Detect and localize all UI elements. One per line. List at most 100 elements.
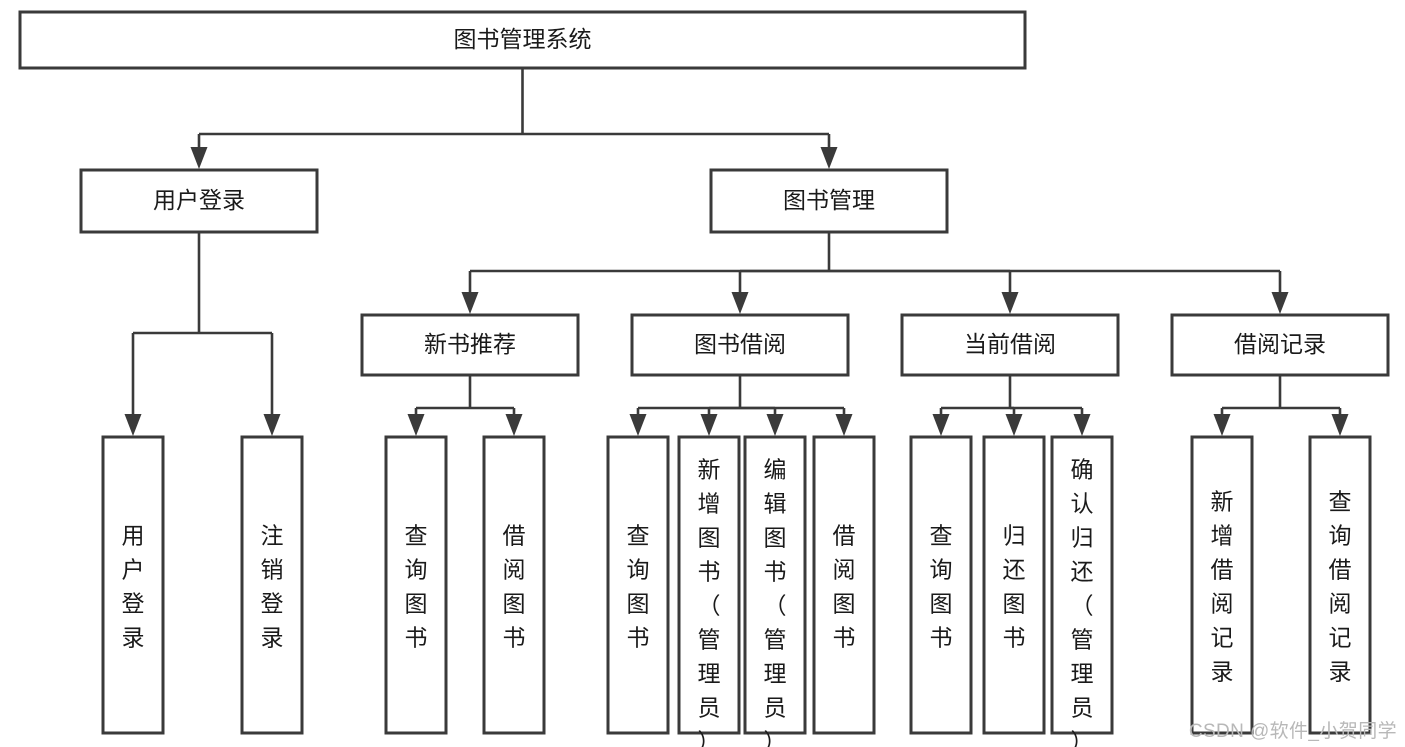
connector-e-user-login-leaf-user-logout [199, 331, 281, 436]
node-box [101, 435, 165, 735]
arrow-head-icon [1213, 414, 1231, 436]
node-book-manage[interactable]: 图书管理 [709, 168, 949, 234]
node-box [677, 435, 741, 735]
node-label: 新书推荐 [424, 331, 516, 357]
node-book-borrow[interactable]: 图书借阅 [630, 313, 850, 377]
node-box [1050, 435, 1114, 735]
node-current-borrow[interactable]: 当前借阅 [900, 313, 1120, 377]
node-box [709, 168, 949, 234]
node-leaf-user-logout[interactable]: 注销登录 [240, 435, 304, 735]
arrow-head-icon [835, 414, 853, 436]
connector-e-cb-confirm [1010, 406, 1091, 436]
node-borrow-record[interactable]: 借阅记录 [1170, 313, 1390, 377]
node-label: 编辑图书（管理员） [764, 457, 787, 747]
node-label: 查询图书 [627, 523, 650, 651]
arrow-head-icon [263, 414, 281, 436]
connector-e-book-manage-new-book-recommend [461, 269, 829, 314]
node-leaf-rec-add-record[interactable]: 新增借阅记录 [1190, 435, 1254, 735]
node-new-book-recommend[interactable]: 新书推荐 [360, 313, 580, 377]
node-box [79, 168, 319, 234]
node-box [982, 435, 1046, 735]
connector-line [470, 406, 516, 414]
node-box [1308, 435, 1372, 735]
node-label: 新增图书（管理员） [698, 457, 721, 747]
connector-e-book-manage-current-borrow [829, 269, 1019, 314]
connector-line [414, 406, 470, 414]
connector-line [1280, 406, 1342, 414]
node-box [630, 313, 850, 377]
node-leaf-rec-borrow-book[interactable]: 借阅图书 [482, 435, 546, 735]
node-label: 注销登录 [261, 523, 284, 651]
node-root[interactable]: 图书管理系统 [18, 10, 1027, 70]
connector-line [468, 269, 829, 292]
node-leaf-borrow-query-book[interactable]: 查询图书 [606, 435, 670, 735]
arrow-head-icon [1073, 414, 1091, 436]
arrow-head-icon [700, 414, 718, 436]
node-box [482, 435, 546, 735]
node-layer: 图书管理系统用户登录图书管理新书推荐图书借阅当前借阅借阅记录用户登录注销登录查询… [18, 10, 1390, 747]
node-label: 新增借阅记录 [1211, 489, 1234, 685]
connector-line [738, 269, 829, 292]
node-leaf-cur-query-book[interactable]: 查询图书 [909, 435, 973, 735]
node-box [18, 10, 1027, 70]
arrow-head-icon [766, 414, 784, 436]
node-box [1170, 313, 1390, 377]
node-box [360, 313, 580, 377]
connector-e-cb-query [932, 406, 1010, 436]
node-box [743, 435, 807, 735]
connector-layer [124, 68, 1349, 436]
connector-line [522, 132, 831, 147]
connector-line [829, 269, 1012, 292]
node-label: 图书管理 [783, 187, 875, 213]
connector-e-bb-query [629, 406, 740, 436]
connector-e-book-manage-borrow-record [829, 269, 1289, 314]
node-label: 图书借阅 [694, 331, 786, 357]
connector-line [939, 406, 1010, 414]
connector-line [829, 269, 1282, 292]
connector-line [740, 406, 846, 414]
arrow-head-icon [629, 414, 647, 436]
connector-e-book-manage-book-borrow [731, 269, 829, 314]
connector-e-br-add [1213, 406, 1280, 436]
node-leaf-borrow-edit-book[interactable]: 编辑图书（管理员） [743, 435, 807, 747]
arrow-head-icon [124, 414, 142, 436]
connector-line [1010, 406, 1084, 414]
connector-e-root-book-manage [522, 132, 838, 169]
connector-line [131, 331, 199, 414]
node-box [240, 435, 304, 735]
arrow-head-icon [731, 292, 749, 314]
connector-e-bb-edit [740, 406, 784, 436]
node-leaf-borrow-borrow-book[interactable]: 借阅图书 [812, 435, 876, 735]
node-leaf-borrow-add-book[interactable]: 新增图书（管理员） [677, 435, 741, 747]
node-label: 归还图书 [1003, 523, 1026, 651]
node-box [812, 435, 876, 735]
connector-e-nbr-query [407, 406, 470, 436]
arrow-head-icon [1331, 414, 1349, 436]
connector-line [1220, 406, 1280, 414]
node-leaf-user-login[interactable]: 用户登录 [101, 435, 165, 735]
connector-line [199, 331, 274, 414]
arrow-head-icon [461, 292, 479, 314]
arrow-head-icon [190, 147, 208, 169]
arrow-head-icon [1271, 292, 1289, 314]
connector-e-br-query [1280, 406, 1349, 436]
node-label: 图书管理系统 [454, 26, 592, 52]
node-box [909, 435, 973, 735]
node-leaf-cur-return-book[interactable]: 归还图书 [982, 435, 1046, 735]
node-label: 借阅记录 [1234, 331, 1326, 357]
node-leaf-cur-confirm-return[interactable]: 确认归还（管理员） [1050, 435, 1114, 747]
connector-e-root-user-login [190, 132, 523, 169]
connector-e-user-login-leaf-user-login [124, 331, 199, 436]
node-leaf-rec-query-book[interactable]: 查询图书 [384, 435, 448, 735]
node-leaf-rec-query-record[interactable]: 查询借阅记录 [1308, 435, 1372, 735]
arrow-head-icon [505, 414, 523, 436]
connector-e-bb-borrow [740, 406, 853, 436]
node-label: 用户登录 [153, 187, 245, 213]
node-user-login[interactable]: 用户登录 [79, 168, 319, 234]
arrow-head-icon [407, 414, 425, 436]
node-label: 用户登录 [122, 523, 145, 651]
node-box [606, 435, 670, 735]
node-label: 当前借阅 [964, 331, 1056, 357]
node-label: 查询图书 [930, 523, 953, 651]
